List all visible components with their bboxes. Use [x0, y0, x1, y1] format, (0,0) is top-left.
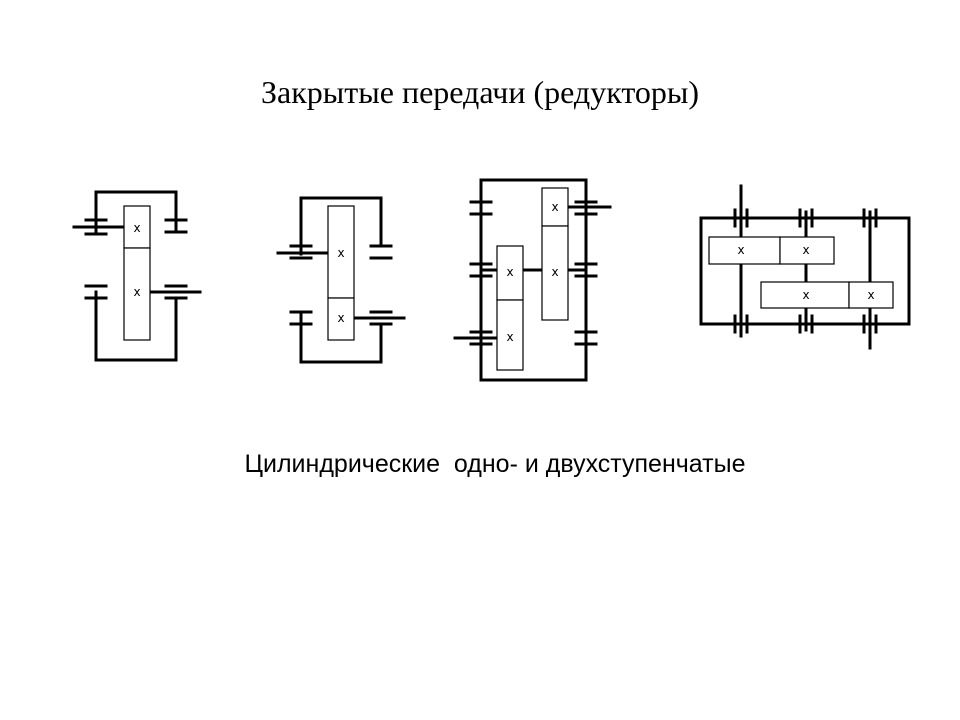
gear-rect — [123, 205, 151, 249]
gear-rect — [541, 225, 569, 321]
gear-rect — [496, 299, 524, 371]
gear-mark: x — [506, 330, 513, 344]
gear-mark: x — [506, 265, 513, 279]
gear-rect — [123, 247, 151, 341]
gear-rect — [327, 297, 355, 341]
gear-rect — [760, 281, 850, 309]
gear-mark: x — [551, 200, 558, 214]
slide-title: Закрытые передачи (редукторы) — [260, 74, 700, 110]
gear-mark: x — [551, 265, 558, 279]
gear-rect — [779, 236, 835, 265]
gear-mark: x — [133, 221, 140, 235]
scheme-two-stage-1: x x x x — [453, 178, 612, 382]
gear-mark: x — [337, 246, 344, 260]
scheme-single-stage-1: x x — [72, 190, 202, 362]
gear-rect — [848, 281, 894, 309]
gear-mark: x — [802, 288, 809, 302]
gear-rect — [327, 205, 355, 299]
gear-mark: x — [867, 288, 874, 302]
gear-mark: x — [133, 285, 140, 299]
scheme-single-stage-2: x x — [276, 196, 406, 364]
gear-mark: x — [737, 243, 744, 257]
gear-mark: x — [802, 243, 809, 257]
scheme-two-stage-2: x x x x — [699, 184, 911, 350]
gear-mark: x — [337, 311, 344, 325]
gear-rect — [541, 187, 569, 227]
slide-caption: Цилиндрические одно- и двухступенчатые — [244, 450, 746, 478]
